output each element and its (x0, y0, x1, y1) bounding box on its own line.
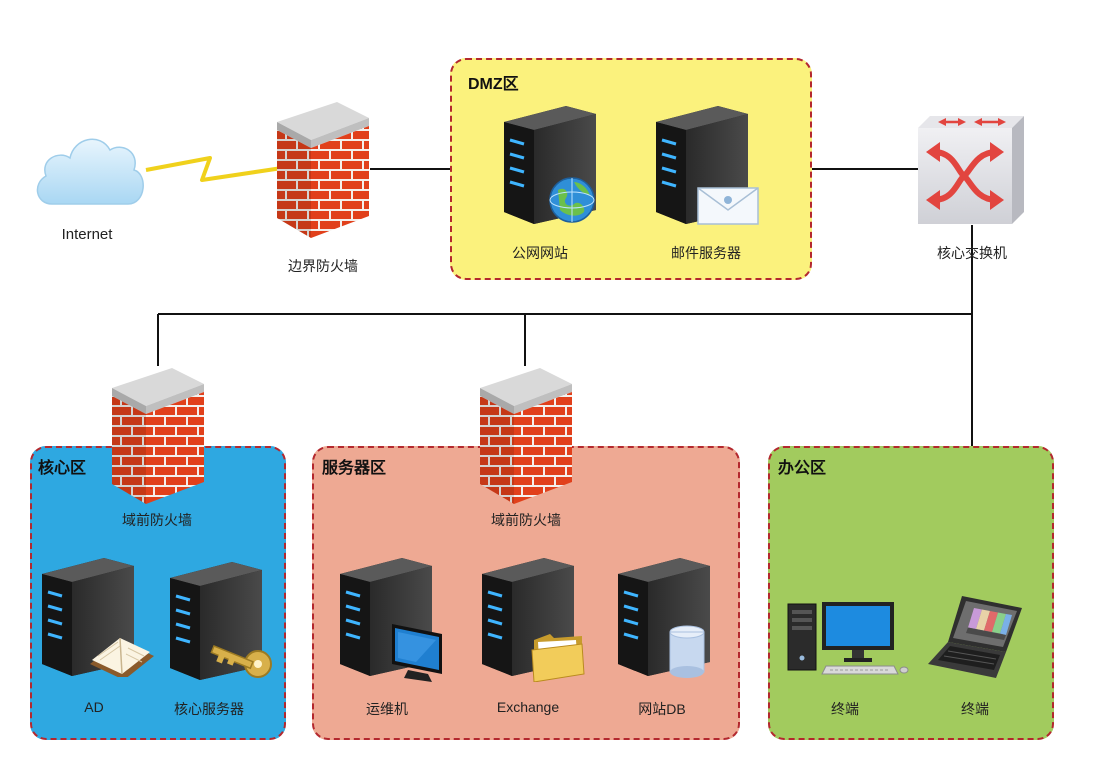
ad-label: AD (84, 699, 104, 715)
web-server-icon (500, 100, 600, 225)
exchange-label: Exchange (496, 699, 560, 715)
terminal-desktop-label: 终端 (831, 701, 859, 717)
zone-office: 办公区 (768, 446, 1054, 740)
key-icon (210, 645, 272, 678)
monitor-icon (392, 624, 442, 682)
folder-server-icon (480, 556, 585, 682)
globe-icon (549, 177, 595, 223)
laptop-icon (928, 596, 1022, 678)
public-web-label: 公网网站 (512, 245, 568, 261)
key-server-icon (168, 560, 272, 681)
firewall-icon (478, 366, 574, 506)
database-server-icon (616, 556, 712, 678)
firewall-icon (110, 366, 206, 506)
mail-server-icon (654, 104, 759, 225)
core-switch-label: 核心交换机 (937, 245, 1007, 261)
pc-tower-icon (787, 603, 817, 671)
core-server-label: 核心服务器 (174, 701, 244, 717)
switch-icon (918, 116, 1024, 224)
core-firewall-label: 域前防火墙 (122, 512, 192, 528)
internet-label: Internet (61, 226, 113, 243)
lightning-link (145, 156, 283, 182)
monitor-server-icon (338, 556, 442, 682)
server-firewall-label: 域前防火墙 (491, 512, 561, 528)
zone-title: 办公区 (778, 460, 827, 477)
web-db-label: 网站DB (638, 701, 686, 717)
mail-server-label: 邮件服务器 (671, 245, 741, 261)
zone-dmz: DMZ区 (450, 58, 812, 280)
book-icon (90, 637, 154, 677)
ops-label: 运维机 (366, 701, 408, 717)
terminal-laptop-label: 终端 (961, 701, 989, 717)
desktop-icon (787, 602, 909, 675)
zone-title: 核心区 (38, 460, 87, 477)
folder-icon (531, 634, 585, 682)
envelope-icon (697, 187, 759, 225)
cloud-icon (36, 138, 144, 205)
directory-server-icon (40, 556, 154, 677)
database-icon (669, 625, 705, 678)
firewall-icon (275, 100, 371, 240)
zone-title: 服务器区 (322, 460, 387, 477)
keyboard-icon (821, 665, 899, 675)
zone-title: DMZ区 (468, 76, 519, 93)
border-firewall-label: 边界防火墙 (288, 258, 358, 274)
